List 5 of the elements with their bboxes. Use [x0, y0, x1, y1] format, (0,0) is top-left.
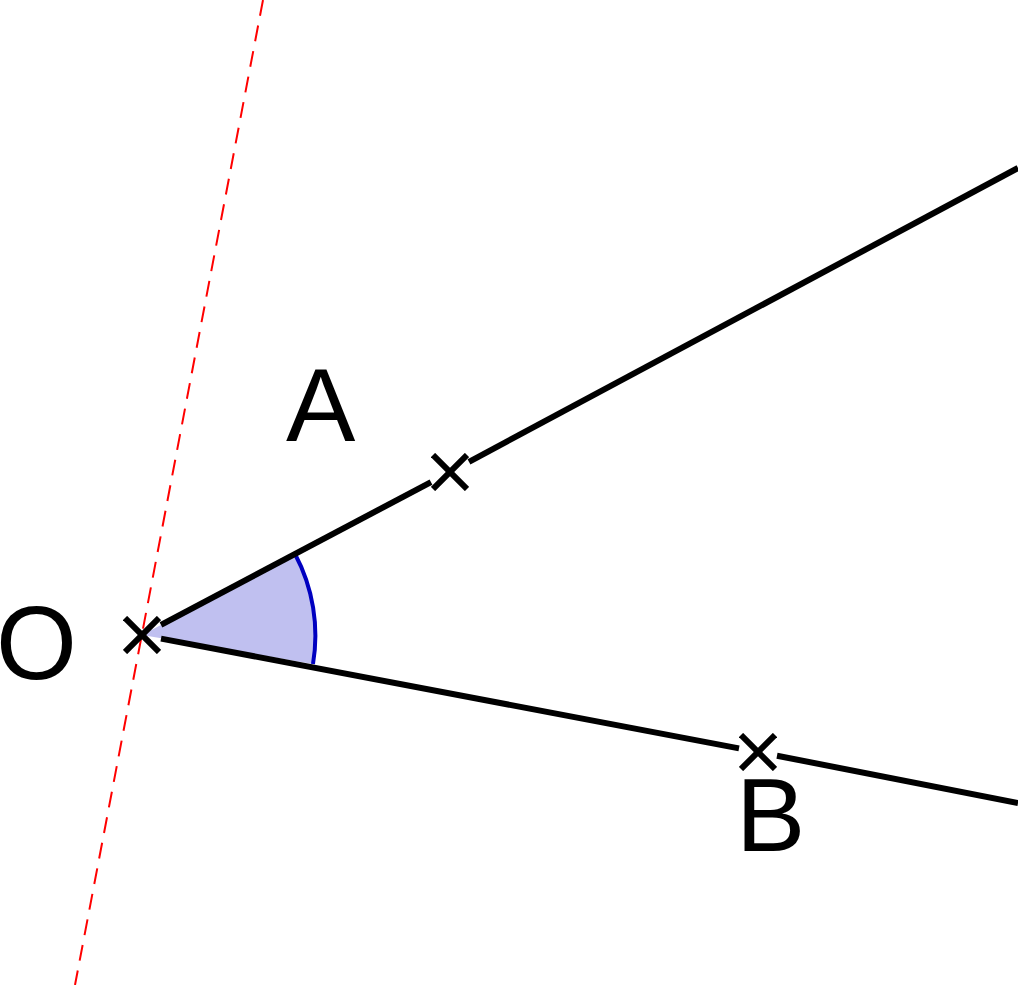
ray-segment	[160, 635, 740, 752]
ray-segment	[159, 479, 433, 628]
point-label: O	[0, 591, 77, 695]
point-label: A	[286, 353, 356, 457]
point-label: B	[736, 763, 806, 867]
